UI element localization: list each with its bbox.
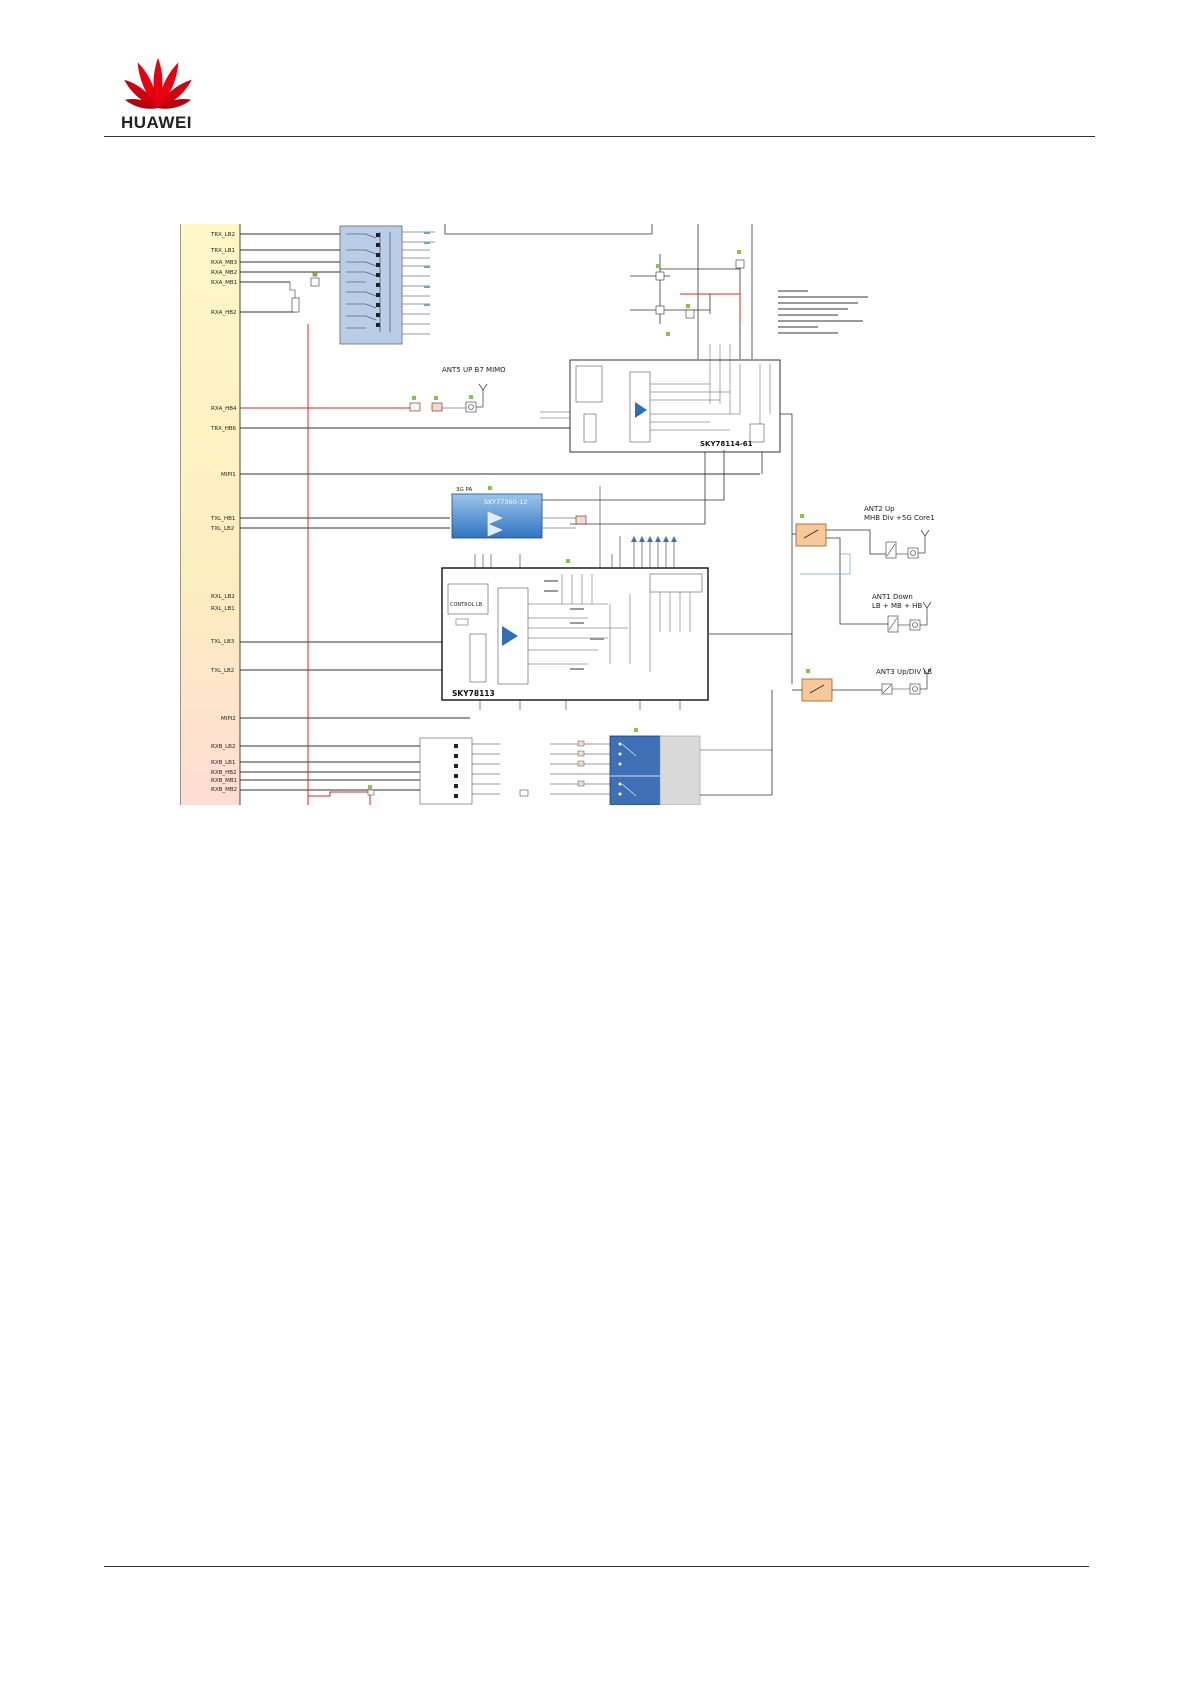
signal-label: TXL_LB2 <box>210 668 234 674</box>
signal-label: TRX_HB6 <box>210 426 237 432</box>
signal-label: TRX_LB2 <box>210 232 235 238</box>
chip-label-sky78113: SKY78113 <box>452 689 495 698</box>
signal-label: RXL_LB1 <box>211 606 235 612</box>
footer-divider <box>104 1566 1089 1567</box>
signal-label: RXB_MB2 <box>211 787 237 793</box>
header-divider <box>104 136 1095 137</box>
filter-bank-module <box>609 735 661 805</box>
signal-label: RXL_LB2 <box>211 594 235 600</box>
pa-amplifier-icon <box>487 523 503 537</box>
pa-amplifier-icon <box>487 511 503 525</box>
signal-label: MIPI1 <box>221 472 236 478</box>
chip-tag-3gpa: 3G PA <box>456 487 472 493</box>
signal-label: RXA_HB4 <box>211 406 237 412</box>
signal-label: TRX_LB1 <box>210 248 235 254</box>
antenna-icon <box>918 529 930 554</box>
antenna-label-ant5: ANT5 UP B7 MIMO <box>442 366 506 374</box>
rf-schematic: TRX_LB2 TRX_LB1 RXA_MB3 RXA_MB2 RXA_MB1 … <box>180 224 960 805</box>
signal-bar <box>180 224 240 805</box>
huawei-logo-icon <box>118 52 198 132</box>
antenna-label-ant2: ANT2 Up <box>864 505 895 513</box>
signal-label: RXA_HB2 <box>211 310 237 316</box>
antenna-label-ant1: ANT1 Down <box>872 593 913 601</box>
signal-label: RXB_LB1 <box>211 760 235 766</box>
signal-label: RXB_MB1 <box>211 778 237 784</box>
chip-label-sky78114: SKY78114-61 <box>700 440 753 448</box>
block-label-control-lb: CONTROL LB <box>450 602 483 608</box>
chip-sky78114 <box>569 359 781 453</box>
signal-label: MIPI2 <box>221 716 236 722</box>
antenna-label-ant2-bands: MHB Div +5G Core1 <box>864 514 935 522</box>
chip-label-sky77360: SKY77360-12 <box>484 498 527 506</box>
antenna-icon <box>920 667 932 690</box>
antenna-label-ant1-bands: LB + MB + HB <box>872 602 922 610</box>
signal-label: RXB_LB2 <box>211 744 235 750</box>
antenna-icon <box>920 601 932 626</box>
signal-label: TXL_HB1 <box>210 516 235 522</box>
antenna-switch-upper <box>795 523 827 547</box>
antenna-label-ant3: ANT3 Up/DIV LB <box>876 668 932 676</box>
signal-label: RXA_MB2 <box>211 270 237 276</box>
signal-label: TXL_LB2 <box>210 526 234 532</box>
brand-wordmark: HUAWEI <box>121 113 192 132</box>
signal-label: RXB_HB2 <box>211 770 237 776</box>
lna-triangle-icon <box>635 402 647 418</box>
antenna-icon <box>476 383 488 408</box>
signal-label: RXA_MB1 <box>211 280 237 286</box>
antenna-switch-lower <box>801 678 833 702</box>
signal-label: RXA_MB3 <box>211 260 238 266</box>
top-switch-module <box>339 225 403 345</box>
signal-label: TXL_LB3 <box>210 639 235 645</box>
pa-amplifier-icon <box>502 626 518 646</box>
